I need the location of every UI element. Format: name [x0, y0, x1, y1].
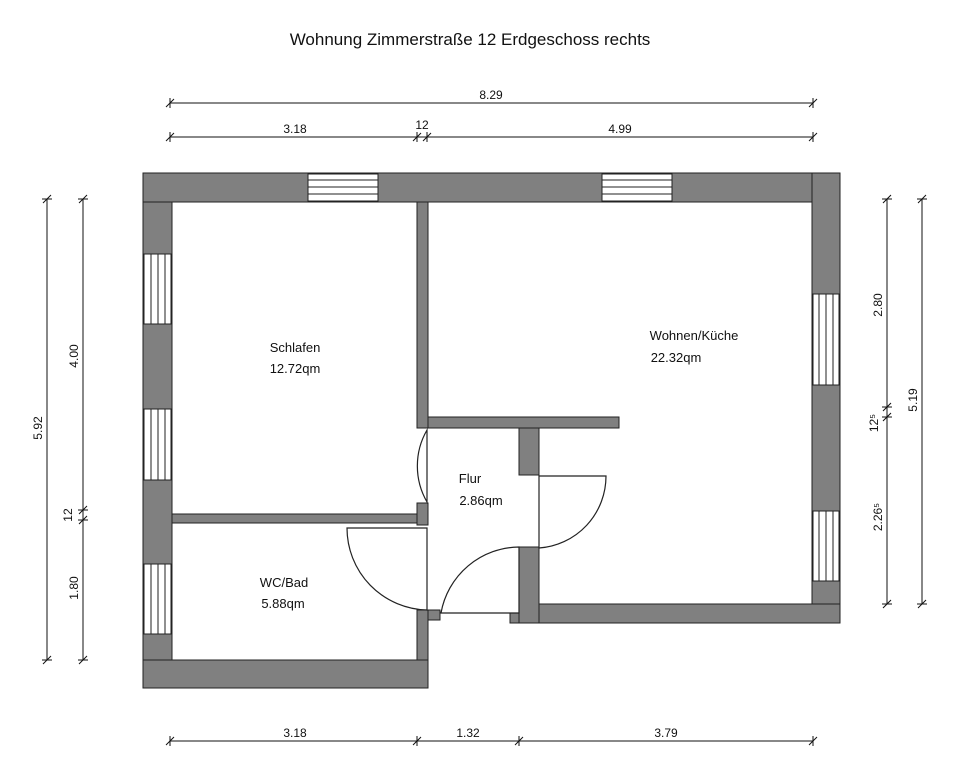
room-name-flur: Flur	[459, 471, 482, 486]
dim-label-bottom-mid: 1.32	[456, 726, 480, 740]
wall-wc-flur	[416, 609, 429, 661]
window-right-lower	[812, 510, 840, 582]
room-area-wohnen: 22.32qm	[651, 350, 702, 365]
dim-label-right-total: 5.19	[906, 388, 920, 412]
room-area-schlafen: 12.72qm	[270, 361, 321, 376]
dim-label-right-mid: 12⁵	[867, 414, 881, 432]
door-wc	[346, 527, 428, 611]
door-bedroom	[416, 427, 428, 505]
wall-top	[142, 172, 841, 203]
windows	[143, 173, 840, 635]
room-area-wc: 5.88qm	[261, 596, 304, 611]
wall-bedroom-wc-end	[416, 502, 429, 526]
wall-bottom-right	[509, 603, 841, 624]
window-left-upper	[143, 253, 172, 325]
window-left-lower	[143, 563, 172, 635]
dim-right-total: 5.19	[906, 194, 927, 609]
dim-label-bottom-right: 3.79	[654, 726, 678, 740]
dimension-lines: 8.29 3.18 12 4.99 3.18 1.32 3.79	[31, 88, 927, 746]
dim-label-left-lower: 1.80	[67, 576, 81, 600]
dim-top-total: 8.29	[165, 88, 818, 108]
wall-living-stub	[427, 416, 620, 429]
dim-right-split: 2.80 12⁵ 2.26⁵	[867, 194, 892, 609]
room-name-wohnen: Wohnen/Küche	[650, 328, 739, 343]
room-name-wc: WC/Bad	[260, 575, 308, 590]
wall-wc-flur-stub	[427, 609, 441, 621]
walls	[142, 172, 841, 689]
room-area-flur: 2.86qm	[459, 493, 502, 508]
plan-title: Wohnung Zimmerstraße 12 Erdgeschoss rech…	[290, 30, 651, 49]
dim-label-top-total: 8.29	[479, 88, 503, 102]
wall-bedroom-wc	[171, 513, 418, 524]
dim-left-split: 4.00 12 1.80	[61, 194, 88, 665]
room-name-schlafen: Schlafen	[270, 340, 321, 355]
doors	[346, 427, 607, 614]
dim-label-bottom-left: 3.18	[283, 726, 307, 740]
window-right-upper	[812, 293, 840, 386]
window-top-left	[307, 173, 379, 202]
dim-label-right-lower: 2.26⁵	[871, 503, 885, 531]
wall-flur-living-lower	[518, 546, 540, 624]
dim-bottom-split: 3.18 1.32 3.79	[165, 726, 818, 746]
dim-label-left-upper: 4.00	[67, 344, 81, 368]
window-top-right	[601, 173, 673, 202]
window-left-middle	[143, 408, 172, 481]
door-entrance	[440, 546, 520, 614]
dim-label-left-mid: 12	[61, 508, 75, 522]
dim-top-split: 3.18 12 4.99	[165, 118, 818, 142]
dim-label-top-right: 4.99	[608, 122, 632, 136]
wall-flur-living-upper	[518, 427, 540, 476]
dim-left-total: 5.92	[31, 194, 52, 665]
door-living	[538, 475, 607, 549]
dim-label-top-left: 3.18	[283, 122, 307, 136]
wall-bedroom-living	[416, 201, 429, 429]
dim-label-left-total: 5.92	[31, 416, 45, 440]
dim-label-right-upper: 2.80	[871, 293, 885, 317]
dim-label-top-mid: 12	[415, 118, 429, 132]
wall-bottom-left	[142, 659, 429, 689]
room-labels: Schlafen 12.72qm Wohnen/Küche 22.32qm Fl…	[260, 328, 739, 611]
